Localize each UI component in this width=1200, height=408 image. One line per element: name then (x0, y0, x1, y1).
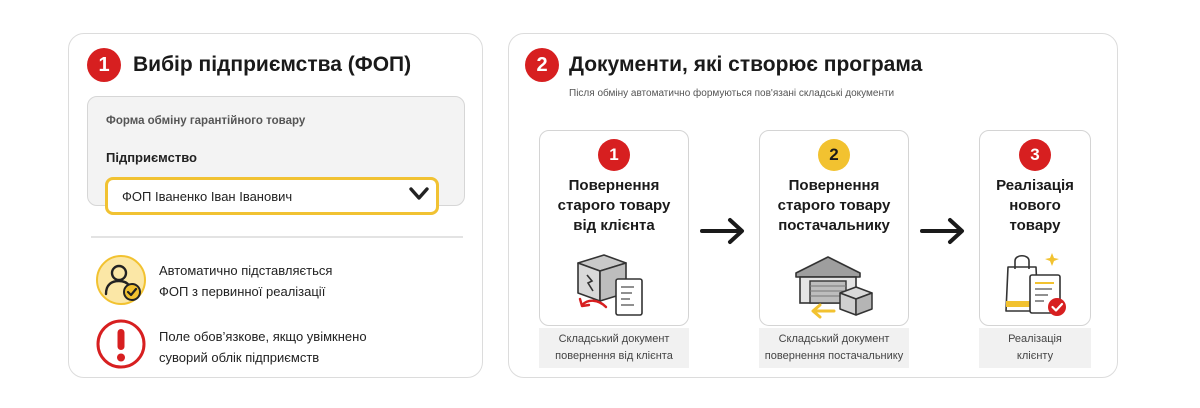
info-required-text: Поле обов’язкове, якщо увімкнено суворий… (159, 326, 367, 368)
arrow-right-icon (700, 218, 744, 244)
box-return-receipt-icon (577, 254, 643, 316)
step-1-badge: 1 (87, 48, 121, 82)
doc-title-line: Повернення (788, 177, 880, 194)
enterprise-selection-panel: 1 Вибір підприємства (ФОП) Форма обміну … (68, 33, 483, 378)
doc-caption: Складський документ повернення постачаль… (759, 328, 909, 368)
enterprise-select-value: ФОП Іваненко Іван Іванович (122, 189, 293, 204)
enterprise-field-label: Підприємство (106, 150, 197, 165)
panel-title: Вибір підприємства (ФОП) (133, 53, 412, 76)
doc-title-line: товару (1009, 217, 1061, 234)
info-autofill-text: Автоматично підставляється ФОП з первинн… (159, 260, 332, 302)
shopping-bag-invoice-icon (1005, 253, 1066, 316)
divider (91, 236, 463, 238)
exclamation-icon (96, 319, 146, 369)
doc-title-line: від клієнта (573, 217, 655, 234)
info-line: Автоматично підставляється (159, 263, 333, 278)
doc-title-line: Повернення (568, 177, 660, 194)
info-line: суворий облік підприємств (159, 350, 320, 365)
doc-badge: 1 (598, 139, 630, 171)
doc-caption-line: повернення від клієнта (555, 350, 673, 362)
user-check-icon (96, 255, 146, 305)
doc-caption-line: Складський документ (778, 333, 890, 345)
doc-caption: Складський документ повернення від клієн… (539, 328, 689, 368)
chevron-down-icon[interactable] (408, 185, 430, 203)
info-line: ФОП з первинної реалізації (159, 284, 326, 299)
doc-title-line: нового (1009, 197, 1061, 214)
doc-caption: Реалізація клієнту (979, 328, 1091, 368)
panel-subtitle: Після обміну автоматично формуються пов'… (569, 88, 895, 99)
form-caption: Форма обміну гарантійного товару (106, 115, 306, 127)
info-line: Поле обов’язкове, якщо увімкнено (159, 329, 367, 344)
documents-panel: 2 Документи, які створює програма Після … (508, 33, 1118, 378)
doc-title: Повернення старого товару від клієнта (540, 176, 688, 236)
doc-title-line: старого товару (557, 197, 671, 214)
doc-title: Реалізація нового товару (980, 176, 1090, 236)
doc-title-line: старого товару (777, 197, 891, 214)
doc-caption-line: Реалізація (1008, 333, 1062, 345)
doc-caption-line: повернення постачальнику (764, 350, 904, 362)
exchange-form-card: Форма обміну гарантійного товару Підприє… (87, 96, 465, 215)
doc-badge: 3 (1019, 139, 1051, 171)
doc-title-line: постачальнику (778, 217, 890, 234)
doc-card-supplier-return: 2 Повернення старого товару постачальник… (759, 130, 909, 326)
step-2-badge: 2 (525, 48, 559, 82)
doc-title-line: Реалізація (996, 177, 1074, 194)
doc-card-new-sale: 3 Реалізація нового товару (979, 130, 1091, 326)
warehouse-box-icon (795, 256, 873, 319)
doc-badge: 2 (818, 139, 850, 171)
enterprise-select[interactable]: ФОП Іваненко Іван Іванович (105, 177, 439, 215)
doc-title: Повернення старого товару постачальнику (760, 176, 908, 236)
arrow-right-icon (920, 218, 964, 244)
panel-title: Документи, які створює програма (569, 53, 923, 76)
doc-caption-line: Складський документ (558, 333, 670, 345)
doc-card-client-return: 1 Повернення старого товару від клієнта (539, 130, 689, 326)
doc-caption-line: клієнту (1016, 350, 1054, 362)
